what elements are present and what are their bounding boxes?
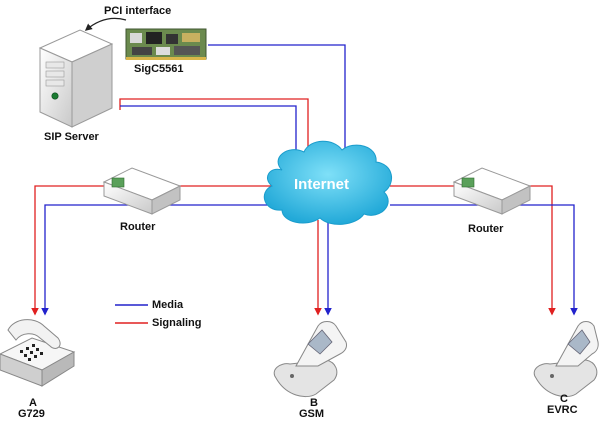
phone-b-codec: GSM (299, 408, 325, 420)
pci-interface-label: PCI interface (104, 5, 172, 17)
router-left-icon (102, 167, 182, 215)
phone-a-codec: G729 (18, 408, 45, 420)
media-lines (41, 44, 578, 316)
sip-server-icon (38, 29, 114, 128)
media-line-server (120, 105, 297, 170)
legend-swatches (115, 304, 148, 324)
signaling-line-server (119, 98, 309, 170)
mobile-phone-b-icon (273, 321, 347, 398)
server-label: SIP Server (44, 131, 99, 143)
router-right-icon (452, 167, 532, 215)
router-left-label: Router (120, 221, 156, 233)
media-line-c (390, 204, 578, 316)
phone-b-letter: B (310, 397, 318, 409)
card-label: SigC5561 (134, 63, 184, 75)
phone-c-codec: EVRC (547, 404, 578, 416)
media-line-a (41, 204, 272, 316)
legend-signaling-label: Signaling (152, 317, 202, 329)
legend-media-label: Media (152, 299, 184, 311)
desk-phone-icon (0, 319, 76, 387)
router-right-label: Router (468, 223, 504, 235)
signaling-lines (31, 98, 556, 316)
phone-c-letter: C (560, 393, 568, 405)
pci-arrow (84, 17, 127, 31)
mobile-phone-c-icon (533, 321, 599, 398)
pci-card-icon (125, 28, 207, 60)
signaling-line-c (390, 185, 556, 316)
signaling-line-a (31, 185, 272, 316)
internet-label: Internet (294, 176, 350, 193)
internet-cloud (263, 140, 392, 225)
phone-a-letter: A (29, 397, 37, 409)
media-line-card (208, 44, 346, 170)
